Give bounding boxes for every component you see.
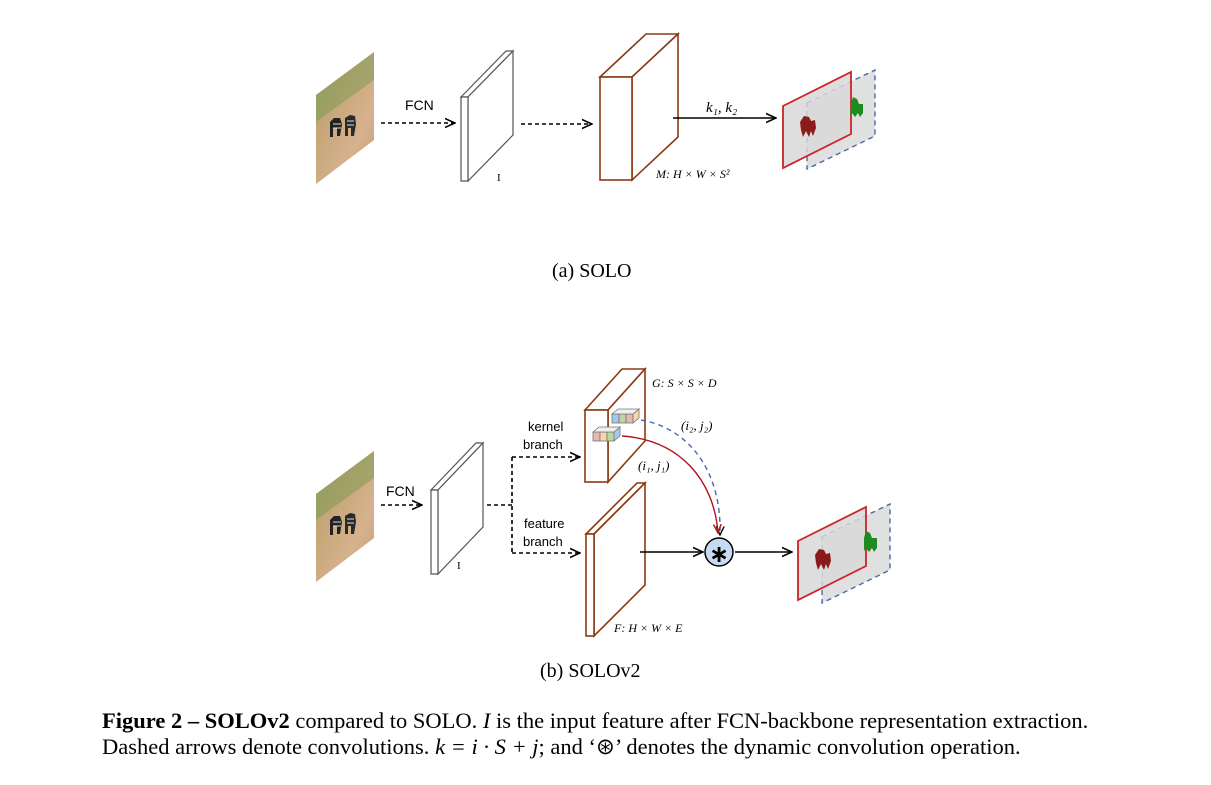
input-image-a [316,52,374,184]
output-masks-a [782,68,876,171]
caption-line-2: Dashed arrows denote convolutions. k = i… [102,734,1182,760]
panel-b-caption: (b) SOLOv2 [540,660,641,682]
caption-text-1: compared to SOLO. [289,708,483,733]
caption-var-i: I [482,708,491,733]
mask-tensor-m [597,32,681,182]
caption-line-1: Figure 2 – SOLOv2 compared to SOLO. I is… [102,708,1182,734]
kernel-2-curve [640,419,720,535]
kernel-tensor-g [583,366,647,485]
caption-text-3: Dashed arrows denote convolutions. [102,734,436,759]
caption-text-2: is the input feature after FCN-backbone … [490,708,1089,733]
kernel-1-curve [621,435,718,533]
kernel-label-a: k₁, k₂ [706,100,737,116]
mask-dim-label: M: H × W × S² [655,167,730,181]
kernel-branch-label-1: kernel [528,419,564,434]
input-feature-b [429,441,485,576]
ij1-label: (i₁, j₁) [638,458,669,473]
figure-caption: Figure 2 – SOLOv2 compared to SOLO. I is… [102,708,1182,760]
input-label-b: I [457,560,461,572]
panel-b: FCN I kernel branch feature branch G: S … [316,366,891,682]
feature-branch-label-2: branch [523,534,563,549]
kernel-cube-1 [591,426,622,442]
fcn-label-b: FCN [386,483,415,499]
feature-tensor-f [584,481,647,638]
panel-a-caption: (a) SOLO [552,260,631,282]
solo-diagram: FCN I M: H × W × S² k₁, k₂ (a) SOLO [316,32,891,682]
feature-branch-label-1: feature [524,516,564,531]
panel-a: FCN I M: H × W × S² k₁, k₂ (a) SOLO [316,32,876,282]
caption-text-4: ; and ‘⊛’ denotes the dynamic convolutio… [538,734,1021,759]
kernel-branch-label-2: branch [523,437,563,452]
input-image-b [316,451,374,582]
figure-label: Figure 2 – SOLOv2 [102,708,290,733]
input-feature-a [459,49,515,183]
conv-symbol: ∗ [709,540,729,568]
f-dim-label: F: H × W × E [613,621,683,635]
dynamic-conv-icon: ∗ [704,537,734,568]
input-label-a: I [497,172,501,184]
caption-formula: k = i · S + j [435,734,539,759]
kernel-cube-2 [610,408,641,424]
ij2-label: (i₂, j₂) [681,418,712,433]
fcn-label-a: FCN [405,97,434,113]
g-dim-label: G: S × S × D [652,376,717,390]
branch-split [487,457,580,553]
output-masks-b [797,502,891,605]
